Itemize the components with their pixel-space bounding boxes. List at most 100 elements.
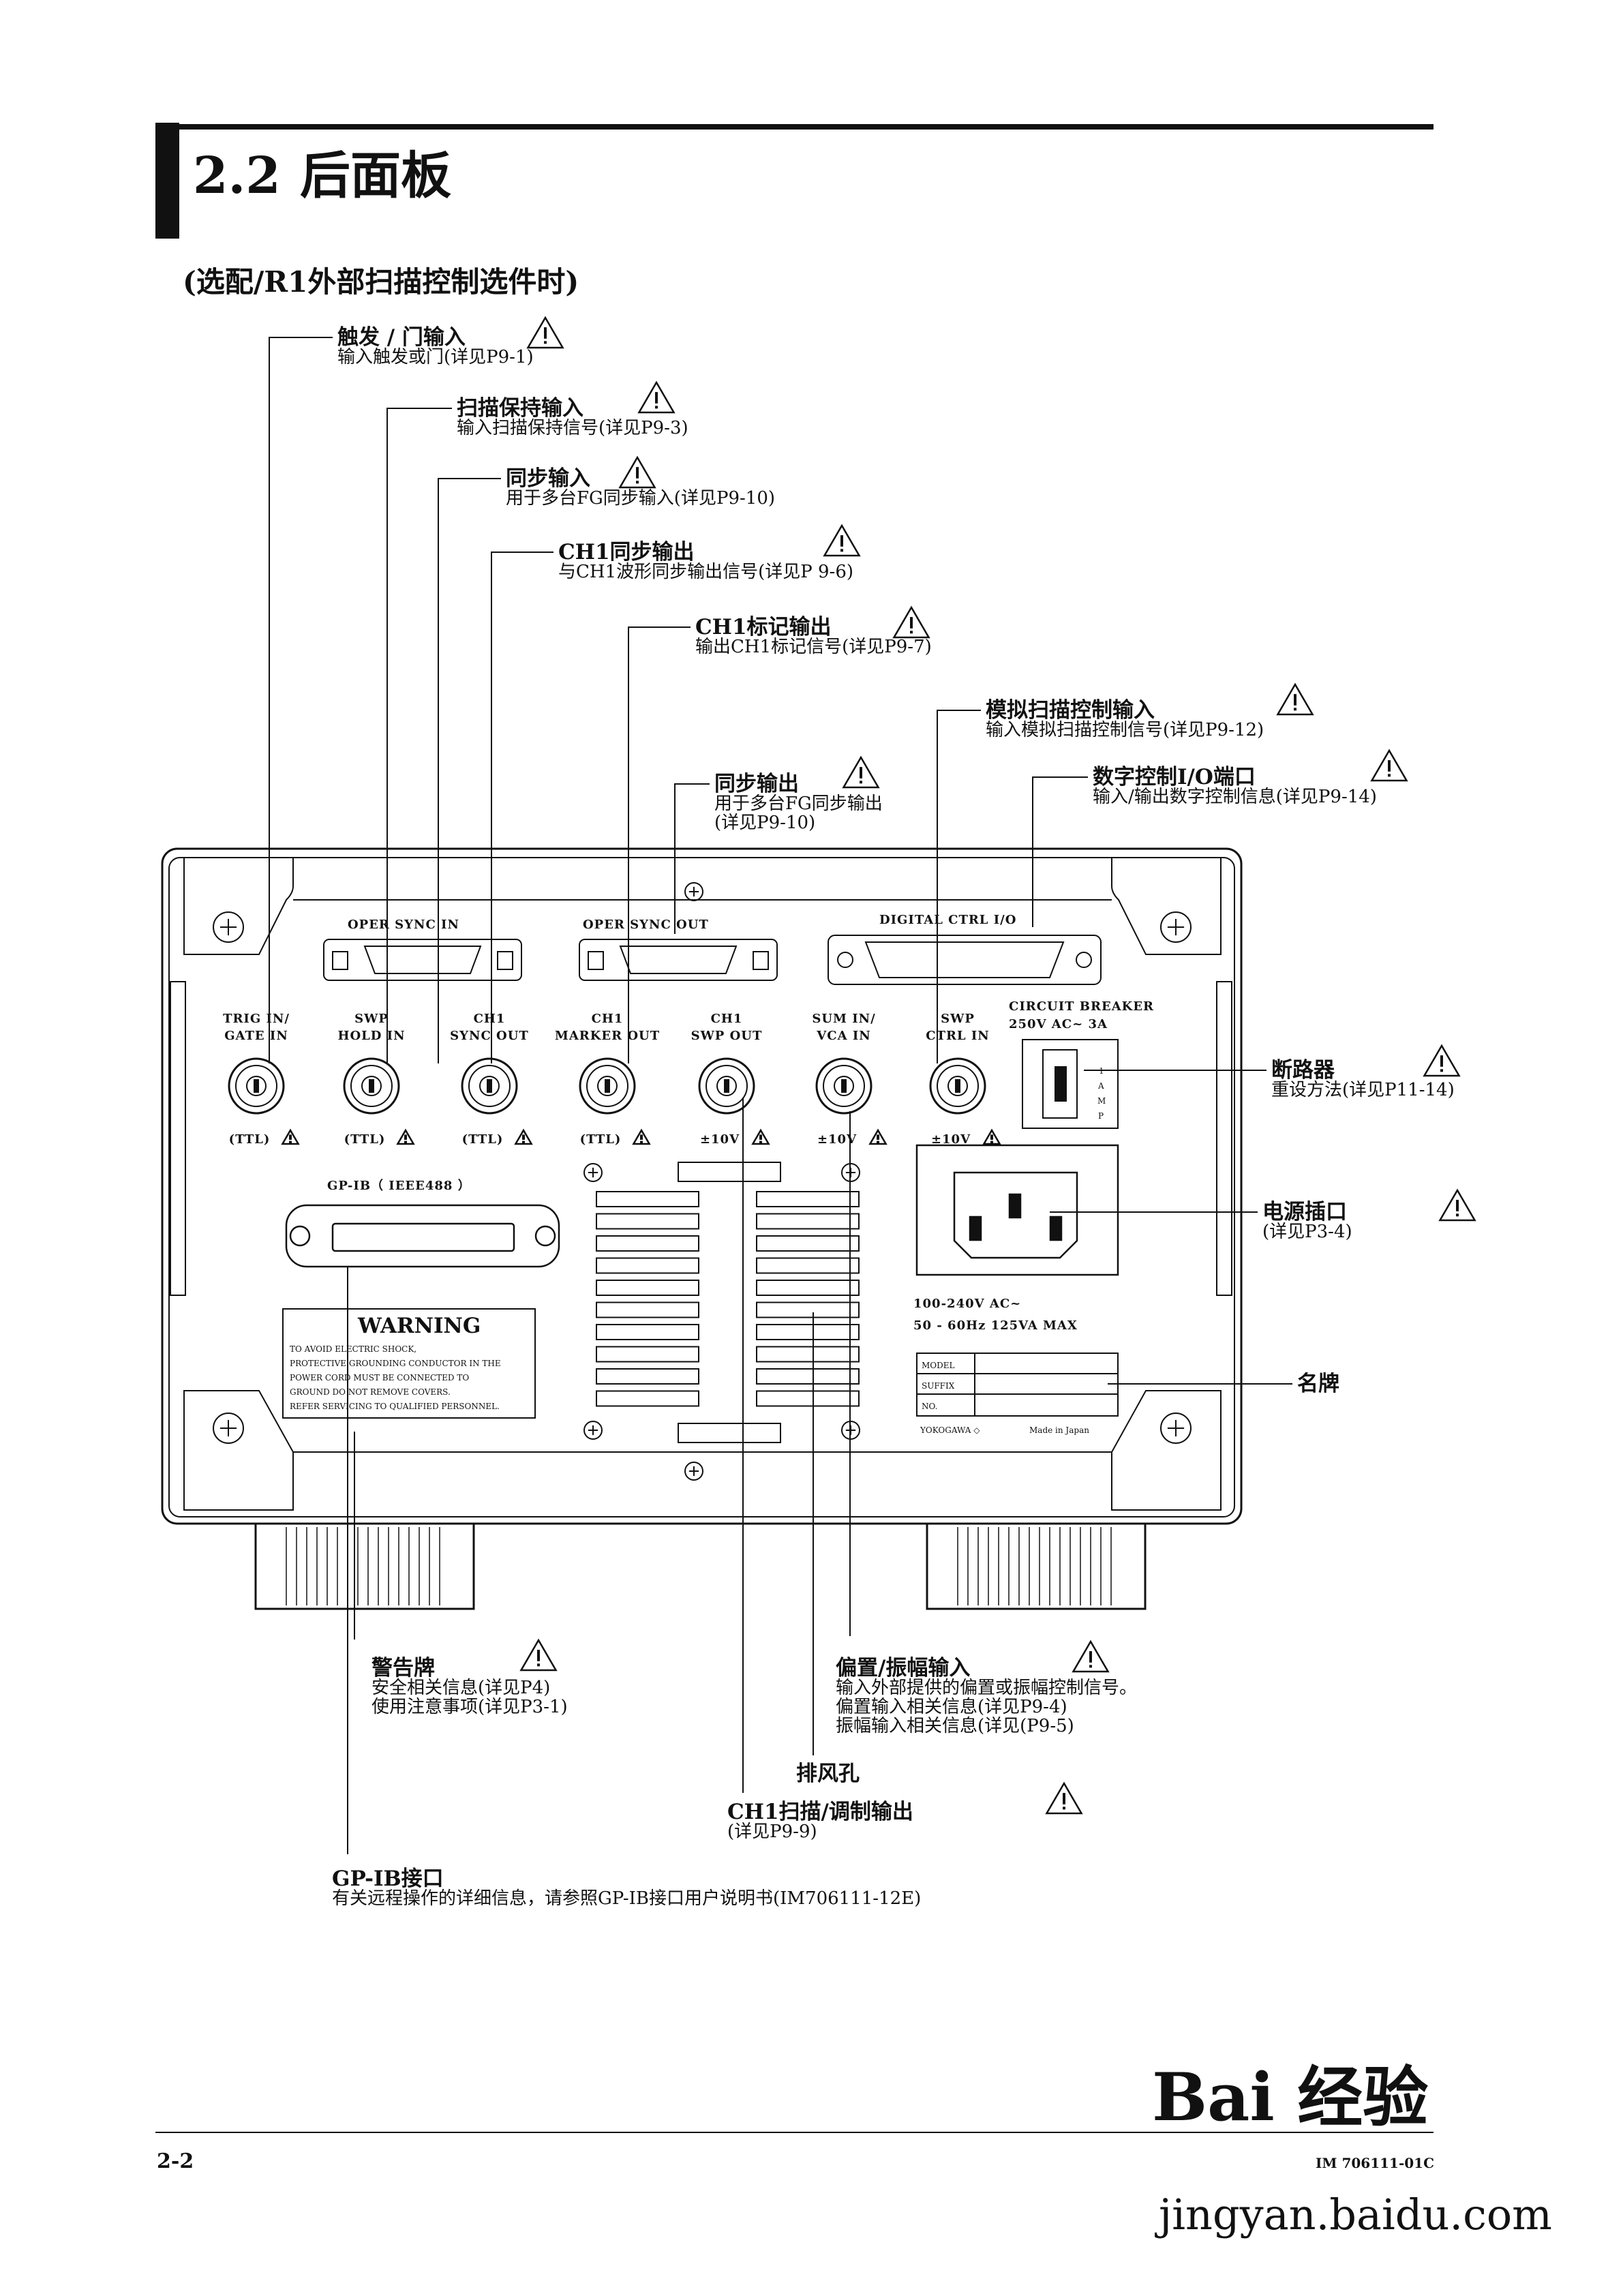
nameplate-model: MODEL — [922, 1361, 955, 1370]
callout-description: (详见P9-10) — [714, 813, 815, 833]
connector-label: CH1 — [711, 1012, 743, 1026]
corner-bracket-bl — [183, 1390, 294, 1511]
breaker-amp-m: M — [1097, 1096, 1106, 1106]
callout-description: (详见P9-9) — [727, 1822, 817, 1842]
leader-line — [491, 552, 553, 1063]
callout-description: 输入外部提供的偏置或振幅控制信号。 — [836, 1678, 1137, 1698]
circuit-breaker — [1022, 1039, 1119, 1129]
warning-plate-title: WARNING — [357, 1314, 481, 1338]
callout: 电源插口(详见P3-4) — [1262, 1188, 1476, 1242]
connector-level: ±10V — [700, 1132, 740, 1147]
warning-triangle-icon — [751, 1128, 770, 1145]
callout-title: 电源插口 — [1262, 1200, 1347, 1224]
callout-description: 重设方法(详见P11-14) — [1271, 1080, 1455, 1100]
gpib-port-label: GP-IB（ IEEE488 ） — [327, 1179, 471, 1193]
screw — [684, 882, 703, 901]
connector-label: TRIG IN/ — [223, 1012, 290, 1026]
callout-description: 输入模拟扫描控制信号(详见P9-12) — [986, 720, 1264, 740]
warning-triangle-icon — [526, 316, 564, 349]
screws — [213, 882, 1192, 1481]
callout-description: 输出CH1标记信号(详见P9-7) — [695, 637, 932, 657]
left-rail — [170, 981, 186, 1296]
warning-triangle-icon — [823, 524, 861, 557]
warning-triangle-icon — [1438, 1188, 1476, 1222]
callout-description: 用于多台FG同步输出 — [714, 794, 883, 814]
warning-triangle-icon — [1045, 1781, 1083, 1815]
right-rail — [1216, 981, 1232, 1296]
section-title: 后面板 — [300, 147, 451, 205]
callout: CH1扫描/调制输出(详见P9-9) — [727, 1781, 1083, 1842]
callout-title: GP-IB接口 — [332, 1867, 444, 1891]
warning-triangle-icon — [868, 1128, 888, 1145]
callout-description: 输入/输出数字控制信息(详见P9-14) — [1093, 787, 1377, 807]
warning-triangle-icon — [1423, 1044, 1461, 1077]
bnc-connector: SUM IN/VCA IN±10V — [812, 1012, 888, 1147]
page-number: 2-2 — [157, 2149, 194, 2173]
connector-level: (TTL) — [344, 1132, 386, 1147]
screw — [583, 1163, 603, 1182]
bnc-connector: TRIG IN/GATE IN(TTL) — [223, 1012, 300, 1147]
callout-title: 同步输入 — [506, 466, 590, 491]
baidu-watermark: Bai 经验 jingyan.baidu.com — [1152, 2059, 1552, 2239]
warning-triangle-icon — [632, 1128, 651, 1145]
callout-title: CH1标记输出 — [695, 615, 832, 639]
gpib-port — [285, 1204, 560, 1268]
callout-title: 数字控制I/O端口 — [1093, 765, 1256, 789]
leader-line — [937, 710, 981, 1063]
callout-title: 扫描保持输入 — [457, 396, 583, 421]
connector-level: (TTL) — [580, 1132, 622, 1147]
panel-outer — [161, 847, 1243, 1525]
connector-label: SYNC OUT — [450, 1029, 529, 1043]
exhaust-vents — [596, 1162, 860, 1443]
warning-triangle-icon — [982, 1128, 1001, 1145]
corner-bracket-tr — [1111, 857, 1222, 955]
section-number: 2.2 — [193, 147, 281, 205]
connector-label: MARKER OUT — [555, 1029, 660, 1043]
warning-triangle-icon — [1276, 682, 1314, 716]
callout-leaders — [269, 337, 1292, 1854]
warning-line-2: PROTECTIVE GROUNDING CONDUCTOR IN THE — [290, 1359, 501, 1368]
connector-label: CTRL IN — [926, 1029, 989, 1043]
page-subtitle: (选配/R1外部扫描控制选件时) — [183, 265, 579, 299]
corner-bracket-tl — [183, 857, 294, 955]
callout-description: 与CH1波形同步输出信号(详见P 9-6) — [558, 562, 853, 582]
callout-title: CH1同步输出 — [558, 540, 695, 564]
nameplate-no: NO. — [922, 1402, 937, 1411]
brand-logo: YOKOGAWA ◇ — [920, 1425, 980, 1435]
power-spec-2: 50 - 60Hz 125VA MAX — [913, 1318, 1078, 1333]
warning-triangle-icon — [396, 1128, 415, 1145]
watermark-logo: Bai 经验 — [1152, 2059, 1428, 2136]
warning-triangle-icon — [842, 755, 880, 789]
connector-level: ±10V — [931, 1132, 971, 1147]
warning-line-1: TO AVOID ELECTRIC SHOCK, — [290, 1344, 416, 1354]
connector-label: GATE IN — [224, 1029, 288, 1043]
screw — [684, 1462, 703, 1481]
leader-line — [1032, 776, 1088, 927]
callout-description: 安全相关信息(详见P4) — [371, 1678, 550, 1698]
connector-label: CH1 — [592, 1012, 624, 1026]
breaker-amp-a: A — [1097, 1081, 1104, 1091]
callout-title: 触发 / 门输入 — [337, 325, 466, 350]
corner-bracket-br — [1111, 1390, 1222, 1511]
warning-triangle-icon — [519, 1638, 558, 1672]
callout-title: 断路器 — [1271, 1058, 1335, 1083]
callout-description: 输入扫描保持信号(详见P9-3) — [457, 418, 688, 438]
warning-triangle-icon — [514, 1128, 533, 1145]
breaker-rating: 250V AC~ 3A — [1009, 1017, 1108, 1031]
nameplate-suffix: SUFFIX — [922, 1381, 955, 1391]
power-spec-1: 100-240V AC~ — [913, 1297, 1021, 1311]
leader-line — [386, 408, 452, 1063]
warning-plate — [282, 1308, 536, 1419]
digital-ctrl-port — [828, 935, 1102, 985]
callout-title: 警告牌 — [371, 1656, 435, 1680]
doc-id: IM 706111-01C — [1316, 2155, 1434, 2171]
connector-label: SWP OUT — [691, 1029, 763, 1043]
